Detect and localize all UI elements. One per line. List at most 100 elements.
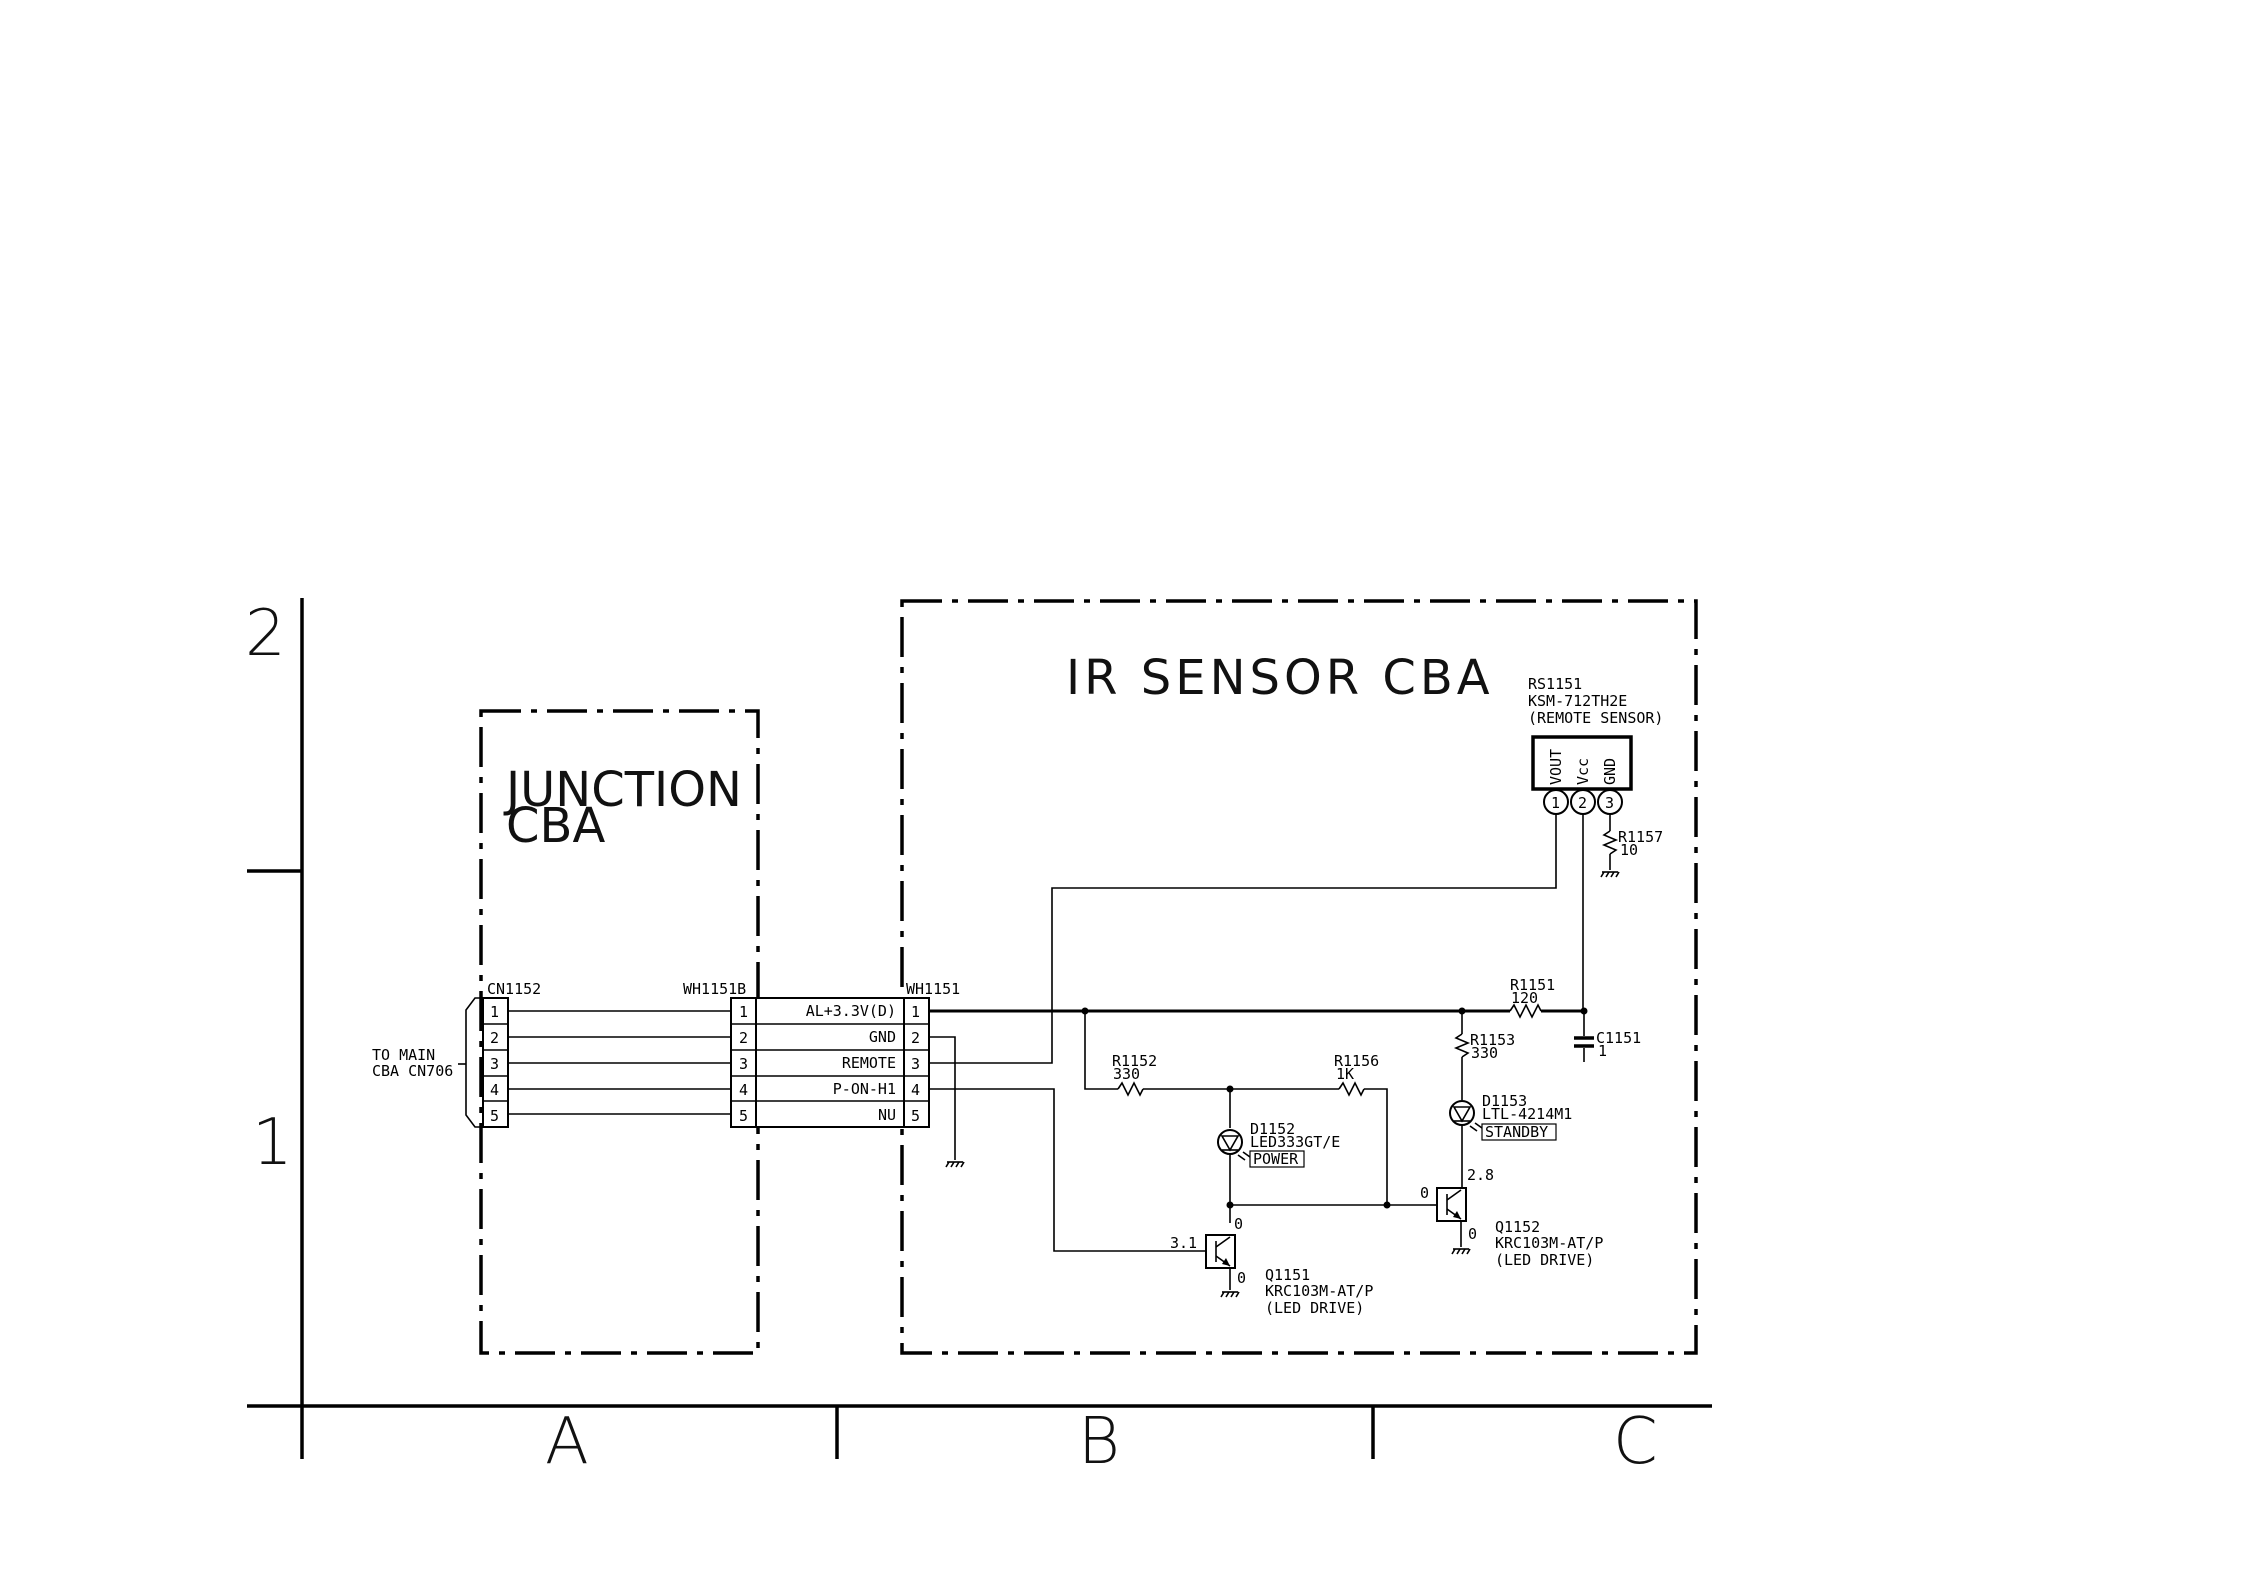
to-main-bracket [465, 997, 483, 1128]
wh1151b-pin: 5 [739, 1107, 748, 1125]
r1151-value: 120 [1511, 989, 1538, 1007]
rs1151-pin-number: 1 [1551, 794, 1560, 812]
harness-wires-junction [508, 1010, 731, 1115]
d1152-led [1217, 1089, 1251, 1223]
q1151-collector-voltage: 0 [1234, 1215, 1243, 1233]
r1156-resistor [1230, 1081, 1388, 1205]
c1151-ref: C1151 [1596, 1029, 1641, 1047]
r1157-ref: R1157 [1618, 828, 1663, 846]
d1152-label: POWER [1253, 1150, 1299, 1168]
grid-row-label: 2 [245, 597, 286, 671]
wh1151-connector [903, 997, 930, 1128]
rs1151-ref: RS1151 [1528, 675, 1582, 693]
p-on-h1-wire [929, 1088, 1206, 1252]
q1151-desc: (LED DRIVE) [1265, 1299, 1364, 1317]
c1151-value: 1 [1598, 1042, 1607, 1060]
d1152-label-box [1249, 1150, 1305, 1168]
cn1152-pin: 4 [490, 1081, 499, 1099]
rs1151-pin-number: 2 [1578, 794, 1587, 812]
d1153-part: LTL-4214M1 [1482, 1105, 1572, 1123]
q1152-part: KRC103M-AT/P [1495, 1234, 1603, 1252]
q1151-transistor [1205, 1234, 1240, 1298]
signal-name: AL+3.3V(D) [806, 1002, 896, 1020]
q1152-base-voltage: 0 [1420, 1184, 1429, 1202]
to-main-label: CBA CN706 [372, 1062, 453, 1080]
r1151-ref: R1151 [1510, 976, 1555, 994]
cn1152-ref: CN1152 [487, 980, 541, 998]
d1152-ref: D1152 [1250, 1120, 1295, 1138]
d1153-label: STANDBY [1485, 1123, 1548, 1141]
grid-row-label: 1 [252, 1106, 293, 1180]
r1156-value: 1K [1336, 1065, 1354, 1083]
c1151-capacitor [1574, 1011, 1594, 1062]
wh1151-pin: 5 [911, 1107, 920, 1125]
q1151-base-voltage: 3.1 [1170, 1234, 1197, 1252]
d1153-led [1449, 1100, 1483, 1188]
grid-column-label: A [545, 1405, 589, 1479]
signal-name: NU [878, 1106, 896, 1124]
rs1151-pin-name: Vcc [1574, 758, 1592, 785]
wh1151-pin: 4 [911, 1081, 920, 1099]
wh1151b-pin: 1 [739, 1003, 748, 1021]
rs1151-part: KSM-712TH2E [1528, 692, 1627, 710]
q1152-collector-voltage: 2.8 [1467, 1166, 1494, 1184]
grid-frame: 2 1 A B C [245, 597, 1712, 1479]
cn1152-pin: 1 [490, 1003, 499, 1021]
q1152-desc: (LED DRIVE) [1495, 1251, 1594, 1269]
grid-column-label: B [1078, 1405, 1120, 1479]
r1153-resistor [1453, 1011, 1471, 1100]
wh1151b-ref: WH1151B [683, 980, 746, 998]
wh1151b-pin: 3 [739, 1055, 748, 1073]
rs1151-pin-circle [1543, 789, 1569, 815]
rs1151-pin-name: GND [1601, 758, 1619, 785]
r1157-resistor [1600, 814, 1620, 878]
ground-wire [929, 1036, 965, 1168]
signal-harness [755, 997, 905, 1128]
wh1151-pin: 3 [911, 1055, 920, 1073]
cn1152-pin: 5 [490, 1107, 499, 1125]
cn1152-pin: 2 [490, 1029, 499, 1047]
r1157-value: 10 [1620, 841, 1638, 859]
junction-dot [1226, 1201, 1234, 1209]
r1152-value: 330 [1113, 1065, 1140, 1083]
q1151-part: KRC103M-AT/P [1265, 1282, 1373, 1300]
junction-cba-title: JUNCTION [503, 762, 742, 818]
wh1151-ref: WH1151 [906, 980, 960, 998]
cn1152-connector [482, 997, 509, 1128]
q1151-emitter-voltage: 0 [1237, 1269, 1246, 1287]
q1152-transistor [1430, 1187, 1471, 1255]
ir-sensor-cba-outline [900, 599, 1698, 1355]
wh1151b-pin: 4 [739, 1081, 748, 1099]
grid-column-label: C [1613, 1405, 1658, 1479]
wh1151-pin: 2 [911, 1029, 920, 1047]
rs1151-pin-number: 3 [1605, 794, 1614, 812]
junction-cba-title: CBA [506, 798, 605, 854]
q1152-ref: Q1152 [1495, 1218, 1540, 1236]
r1152-resistor [1084, 1011, 1230, 1097]
d1152-part: LED333GT/E [1250, 1133, 1340, 1151]
rs1151-desc: (REMOTE SENSOR) [1528, 709, 1663, 727]
d1153-ref: D1153 [1482, 1092, 1527, 1110]
signal-name: REMOTE [842, 1054, 896, 1072]
to-main-label: TO MAIN [372, 1046, 435, 1064]
rs1151-pin-name: VOUT [1547, 749, 1565, 785]
power-rail [929, 1003, 1588, 1019]
r1152-ref: R1152 [1112, 1052, 1157, 1070]
signal-name: P-ON-H1 [833, 1080, 896, 1098]
cn1152-pin: 3 [490, 1055, 499, 1073]
r1153-value: 330 [1471, 1044, 1498, 1062]
d1153-label-box [1481, 1123, 1557, 1141]
rs1151-body [1531, 735, 1633, 791]
remote-signal-wire [929, 805, 1557, 1064]
wh1151b-connector [730, 997, 757, 1128]
r1156-ref: R1156 [1334, 1052, 1379, 1070]
ir-sensor-cba-title: IR SENSOR CBA [1066, 650, 1494, 706]
q1151-ref: Q1151 [1265, 1266, 1310, 1284]
q1152-emitter-voltage: 0 [1468, 1225, 1477, 1243]
wh1151b-pin: 2 [739, 1029, 748, 1047]
signal-name: GND [869, 1028, 896, 1046]
wh1151-pin: 1 [911, 1003, 920, 1021]
r1153-ref: R1153 [1470, 1031, 1515, 1049]
junction-dot [1383, 1201, 1391, 1209]
